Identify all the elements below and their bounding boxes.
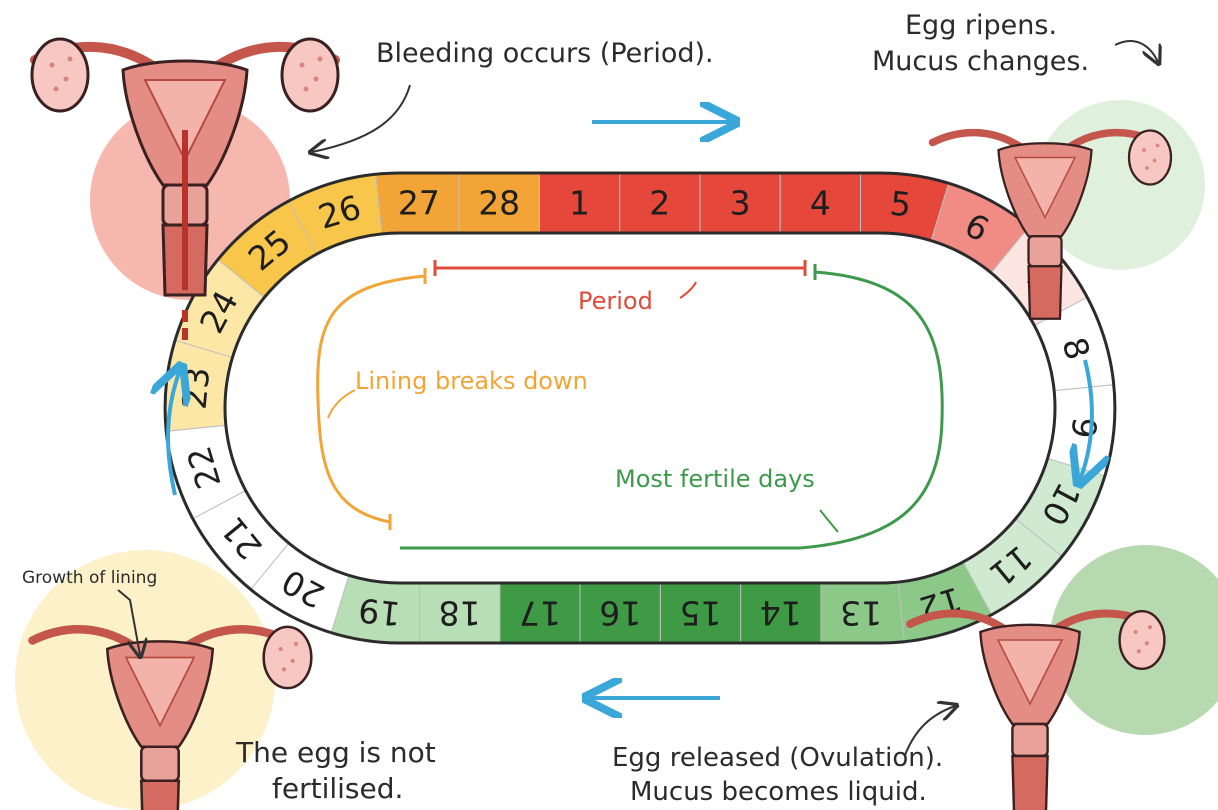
day-label: 15: [680, 594, 722, 633]
day-label: 28: [478, 184, 520, 223]
day-label: 14: [760, 594, 802, 633]
day-label: 13: [840, 594, 882, 633]
most-fertile-label: Most fertile days: [615, 465, 815, 493]
bleeding-label: Bleeding occurs (Period).: [376, 38, 714, 69]
uterus-period: [32, 39, 338, 340]
day-label: 17: [519, 594, 561, 633]
day-label: 27: [398, 184, 440, 223]
day-label: 19: [357, 590, 403, 633]
egg-released-label: Egg released (Ovulation).: [612, 743, 943, 773]
not-fertilised-label-2: fertilised.: [272, 772, 403, 805]
day-label: 4: [810, 184, 831, 223]
fertile-bracket: [400, 264, 942, 548]
day-label: 2: [649, 184, 670, 223]
lining-breaks-label: Lining breaks down: [355, 367, 588, 395]
mucus-liquid-label: Mucus becomes liquid.: [630, 777, 927, 807]
mucus-changes-label: Mucus changes.: [872, 46, 1089, 77]
growth-of-lining-label: Growth of lining: [22, 568, 157, 588]
not-fertilised-label-1: The egg is not: [235, 736, 436, 769]
day-label: 3: [730, 184, 751, 223]
day-label: 18: [439, 594, 481, 633]
day-label: 1: [569, 184, 590, 223]
period-label: Period: [578, 287, 653, 315]
day-label: 5: [888, 184, 913, 225]
day-label: 16: [599, 594, 641, 633]
cycle-track: 1234567891011121314151617181920212223242…: [165, 173, 1115, 643]
lining-bracket: [318, 268, 425, 530]
egg-ripens-label: Egg ripens.: [905, 10, 1057, 41]
ripens-pointer: [1115, 41, 1158, 62]
day-label: 9: [1064, 415, 1105, 440]
